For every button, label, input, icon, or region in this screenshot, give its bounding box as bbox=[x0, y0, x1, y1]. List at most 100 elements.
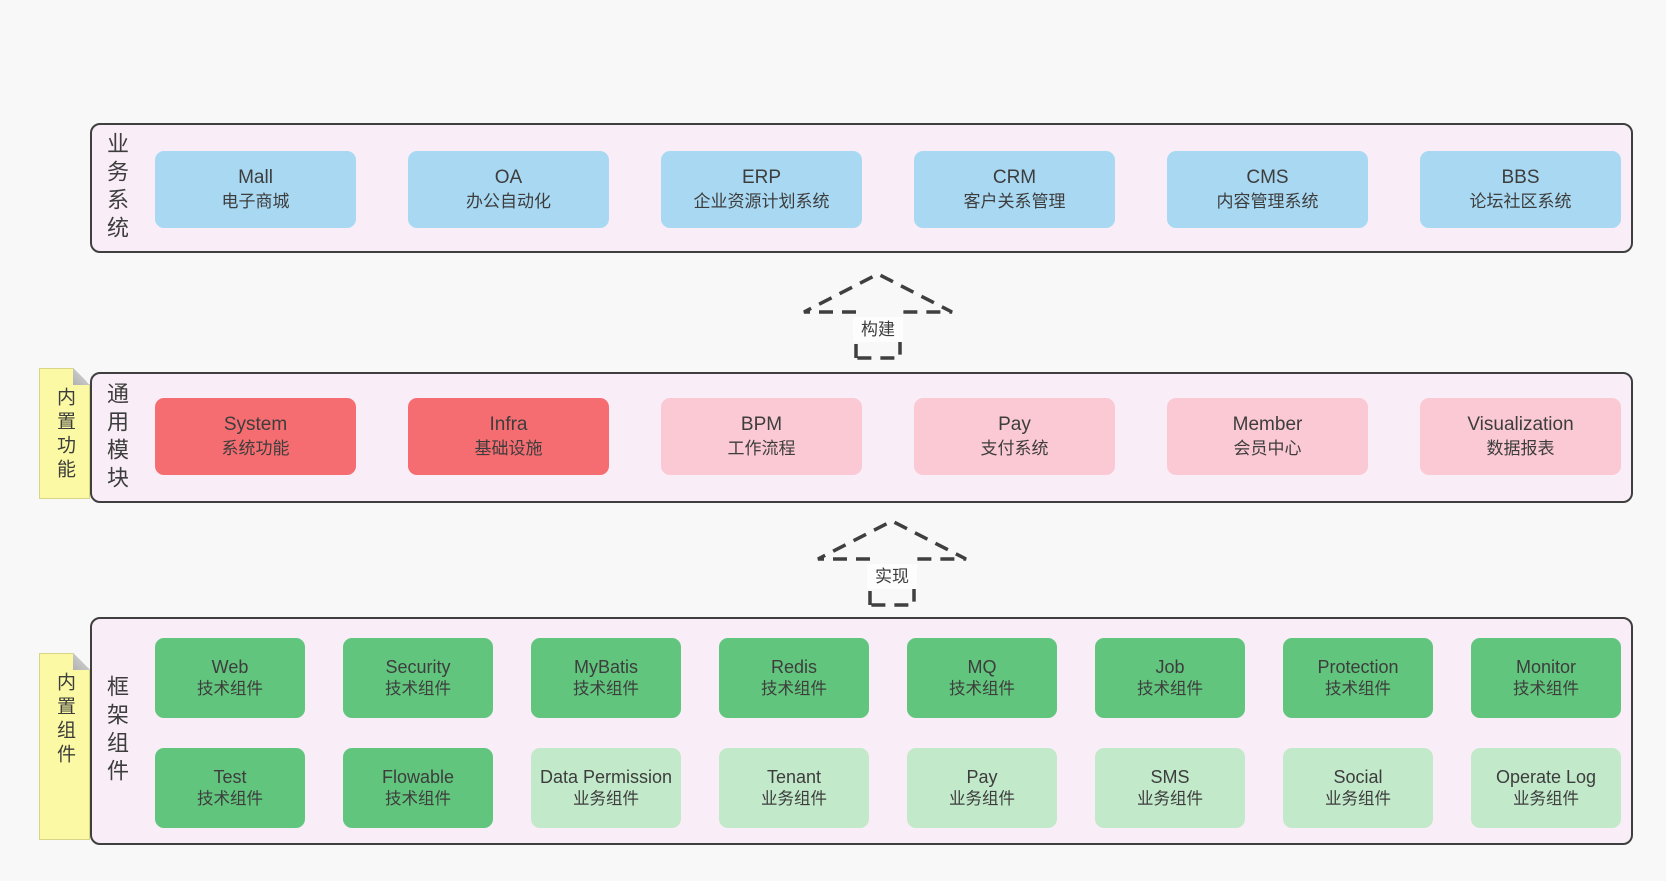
box-cms: CMS 内容管理系统 bbox=[1167, 151, 1368, 228]
box-erp: ERP 企业资源计划系统 bbox=[661, 151, 862, 228]
box-title: Operate Log bbox=[1495, 766, 1597, 787]
box-tenant: Tenant 业务组件 bbox=[719, 748, 869, 828]
box-web: Web 技术组件 bbox=[155, 638, 305, 718]
box-pay-component: Pay 业务组件 bbox=[907, 748, 1057, 828]
box-subtitle: 基础设施 bbox=[474, 438, 543, 458]
box-title: Test bbox=[213, 766, 247, 787]
box-subtitle: 业务组件 bbox=[949, 789, 1015, 808]
box-redis: Redis 技术组件 bbox=[719, 638, 869, 718]
box-title: Member bbox=[1232, 414, 1303, 436]
box-operate-log: Operate Log 业务组件 bbox=[1471, 748, 1621, 828]
layer-label-common-modules: 通用模块 bbox=[104, 381, 129, 494]
box-subtitle: 技术组件 bbox=[761, 679, 827, 698]
box-mq: MQ 技术组件 bbox=[907, 638, 1057, 718]
box-monitor: Monitor 技术组件 bbox=[1471, 638, 1621, 718]
box-title: MyBatis bbox=[573, 656, 638, 677]
box-subtitle: 业务组件 bbox=[1513, 789, 1579, 808]
box-title: OA bbox=[494, 167, 523, 189]
box-subtitle: 会员中心 bbox=[1233, 438, 1302, 458]
box-subtitle: 业务组件 bbox=[761, 789, 827, 808]
box-title: Social bbox=[1333, 766, 1383, 787]
components-box-row-2: Test 技术组件 Flowable 技术组件 Data Permission … bbox=[155, 748, 1621, 828]
box-infra: Infra 基础设施 bbox=[408, 398, 609, 475]
box-subtitle: 技术组件 bbox=[573, 679, 639, 698]
box-data-permission: Data Permission 业务组件 bbox=[531, 748, 681, 828]
sticky-note-label: 内置组件 bbox=[54, 672, 75, 768]
box-title: BPM bbox=[740, 414, 783, 436]
box-subtitle: 技术组件 bbox=[1325, 679, 1391, 698]
business-box-row: Mall 电子商城 OA 办公自动化 ERP 企业资源计划系统 CRM 客户关系… bbox=[155, 151, 1621, 228]
box-visualization: Visualization 数据报表 bbox=[1420, 398, 1621, 475]
box-subtitle: 业务组件 bbox=[573, 789, 639, 808]
box-subtitle: 电子商城 bbox=[221, 191, 290, 211]
box-subtitle: 数据报表 bbox=[1486, 438, 1555, 458]
box-pay: Pay 支付系统 bbox=[914, 398, 1115, 475]
arrow-implement-label: 实现 bbox=[875, 567, 909, 586]
box-subtitle: 办公自动化 bbox=[466, 191, 551, 211]
arrow-up-implement-icon: 实现 bbox=[817, 519, 967, 607]
box-system: System 系统功能 bbox=[155, 398, 356, 475]
box-title: Monitor bbox=[1515, 656, 1577, 677]
box-title: Security bbox=[385, 656, 451, 677]
layer-label-business-systems: 业务系统 bbox=[104, 132, 129, 244]
box-title: Flowable bbox=[381, 766, 455, 787]
box-test: Test 技术组件 bbox=[155, 748, 305, 828]
sticky-note-built-in-functions: 内置功能 bbox=[39, 368, 90, 499]
box-title: System bbox=[223, 414, 288, 436]
box-subtitle: 技术组件 bbox=[197, 789, 263, 808]
box-subtitle: 技术组件 bbox=[385, 789, 451, 808]
box-subtitle: 论坛社区系统 bbox=[1469, 191, 1572, 211]
box-protection: Protection 技术组件 bbox=[1283, 638, 1433, 718]
sticky-note-built-in-components: 内置组件 bbox=[39, 653, 90, 840]
box-title: Web bbox=[211, 656, 249, 677]
box-crm: CRM 客户关系管理 bbox=[914, 151, 1115, 228]
box-subtitle: 内容管理系统 bbox=[1216, 191, 1319, 211]
modules-box-row: System 系统功能 Infra 基础设施 BPM 工作流程 Pay 支付系统… bbox=[155, 398, 1621, 475]
layer-framework-components: 框架组件 Web 技术组件 Security 技术组件 MyBatis 技术组件… bbox=[90, 617, 1633, 845]
box-subtitle: 技术组件 bbox=[197, 679, 263, 698]
layer-label-framework-components: 框架组件 bbox=[104, 675, 129, 787]
box-title: Job bbox=[1155, 656, 1185, 677]
box-oa: OA 办公自动化 bbox=[408, 151, 609, 228]
arrow-up-build-icon: 构建 bbox=[803, 272, 953, 360]
box-subtitle: 技术组件 bbox=[1513, 679, 1579, 698]
box-social: Social 业务组件 bbox=[1283, 748, 1433, 828]
box-bbs: BBS 论坛社区系统 bbox=[1420, 151, 1621, 228]
box-title: Infra bbox=[489, 414, 528, 436]
box-title: Protection bbox=[1317, 656, 1399, 677]
box-title: Tenant bbox=[766, 766, 822, 787]
sticky-note-label: 内置功能 bbox=[54, 387, 75, 483]
box-subtitle: 企业资源计划系统 bbox=[693, 191, 830, 211]
box-mall: Mall 电子商城 bbox=[155, 151, 356, 228]
box-title: Redis bbox=[770, 656, 818, 677]
box-title: SMS bbox=[1150, 766, 1190, 787]
box-subtitle: 技术组件 bbox=[385, 679, 451, 698]
box-title: BBS bbox=[1501, 167, 1540, 189]
box-job: Job 技术组件 bbox=[1095, 638, 1245, 718]
box-subtitle: 系统功能 bbox=[221, 438, 290, 458]
box-subtitle: 技术组件 bbox=[1137, 679, 1203, 698]
box-subtitle: 技术组件 bbox=[949, 679, 1015, 698]
box-title: CMS bbox=[1246, 167, 1289, 189]
box-subtitle: 支付系统 bbox=[980, 438, 1049, 458]
components-box-row-1: Web 技术组件 Security 技术组件 MyBatis 技术组件 Redi… bbox=[155, 638, 1621, 718]
box-title: Mall bbox=[238, 167, 273, 189]
box-subtitle: 业务组件 bbox=[1137, 789, 1203, 808]
box-title: Pay bbox=[966, 766, 998, 787]
box-bpm: BPM 工作流程 bbox=[661, 398, 862, 475]
box-title: Pay bbox=[998, 414, 1031, 436]
box-subtitle: 业务组件 bbox=[1325, 789, 1391, 808]
box-title: Visualization bbox=[1467, 414, 1574, 436]
box-title: ERP bbox=[741, 167, 782, 189]
box-flowable: Flowable 技术组件 bbox=[343, 748, 493, 828]
box-subtitle: 客户关系管理 bbox=[963, 191, 1066, 211]
arrow-build-label: 构建 bbox=[861, 320, 895, 339]
box-title: CRM bbox=[992, 167, 1037, 189]
box-title: MQ bbox=[967, 656, 997, 677]
box-mybatis: MyBatis 技术组件 bbox=[531, 638, 681, 718]
box-security: Security 技术组件 bbox=[343, 638, 493, 718]
layer-business-systems: 业务系统 Mall 电子商城 OA 办公自动化 ERP 企业资源计划系统 CRM… bbox=[90, 123, 1633, 253]
box-sms: SMS 业务组件 bbox=[1095, 748, 1245, 828]
box-member: Member 会员中心 bbox=[1167, 398, 1368, 475]
